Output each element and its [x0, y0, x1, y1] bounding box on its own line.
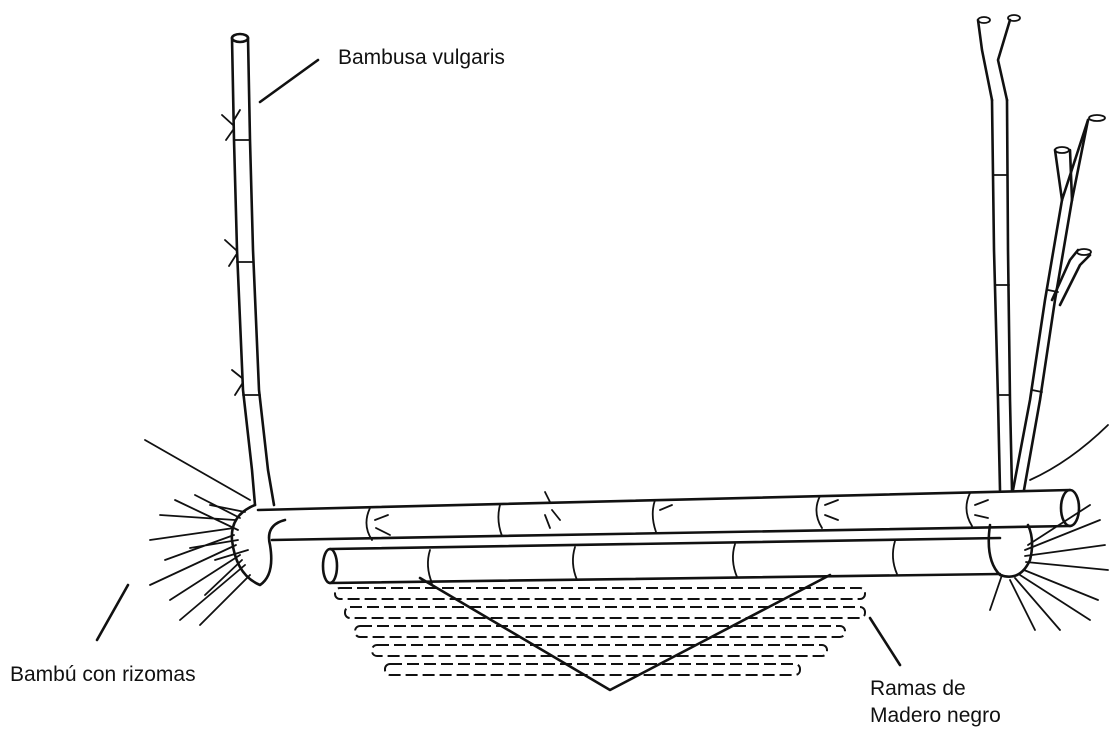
leader-lines: [97, 60, 900, 665]
right-root-cluster: [989, 505, 1108, 630]
left-bamboo-culm: [222, 34, 274, 505]
madero-negro-branches: [335, 575, 865, 690]
lower-bamboo-log: [323, 538, 1000, 583]
left-root-cluster: [150, 495, 285, 625]
ground-lines: [145, 425, 1108, 500]
label-bambu-con-rizomas: Bambú con rizomas: [10, 662, 196, 688]
upper-rhizome-log: [258, 490, 1079, 540]
right-bamboo-culms: [978, 15, 1105, 490]
label-madero-negro: Madero negro: [870, 703, 1001, 729]
leader-ramas: [870, 618, 900, 665]
label-bambusa-vulgaris: Bambusa vulgaris: [338, 45, 505, 71]
label-ramas-de: Ramas de: [870, 676, 966, 702]
leader-bambusa: [260, 60, 318, 102]
leader-rizomas: [97, 585, 128, 640]
